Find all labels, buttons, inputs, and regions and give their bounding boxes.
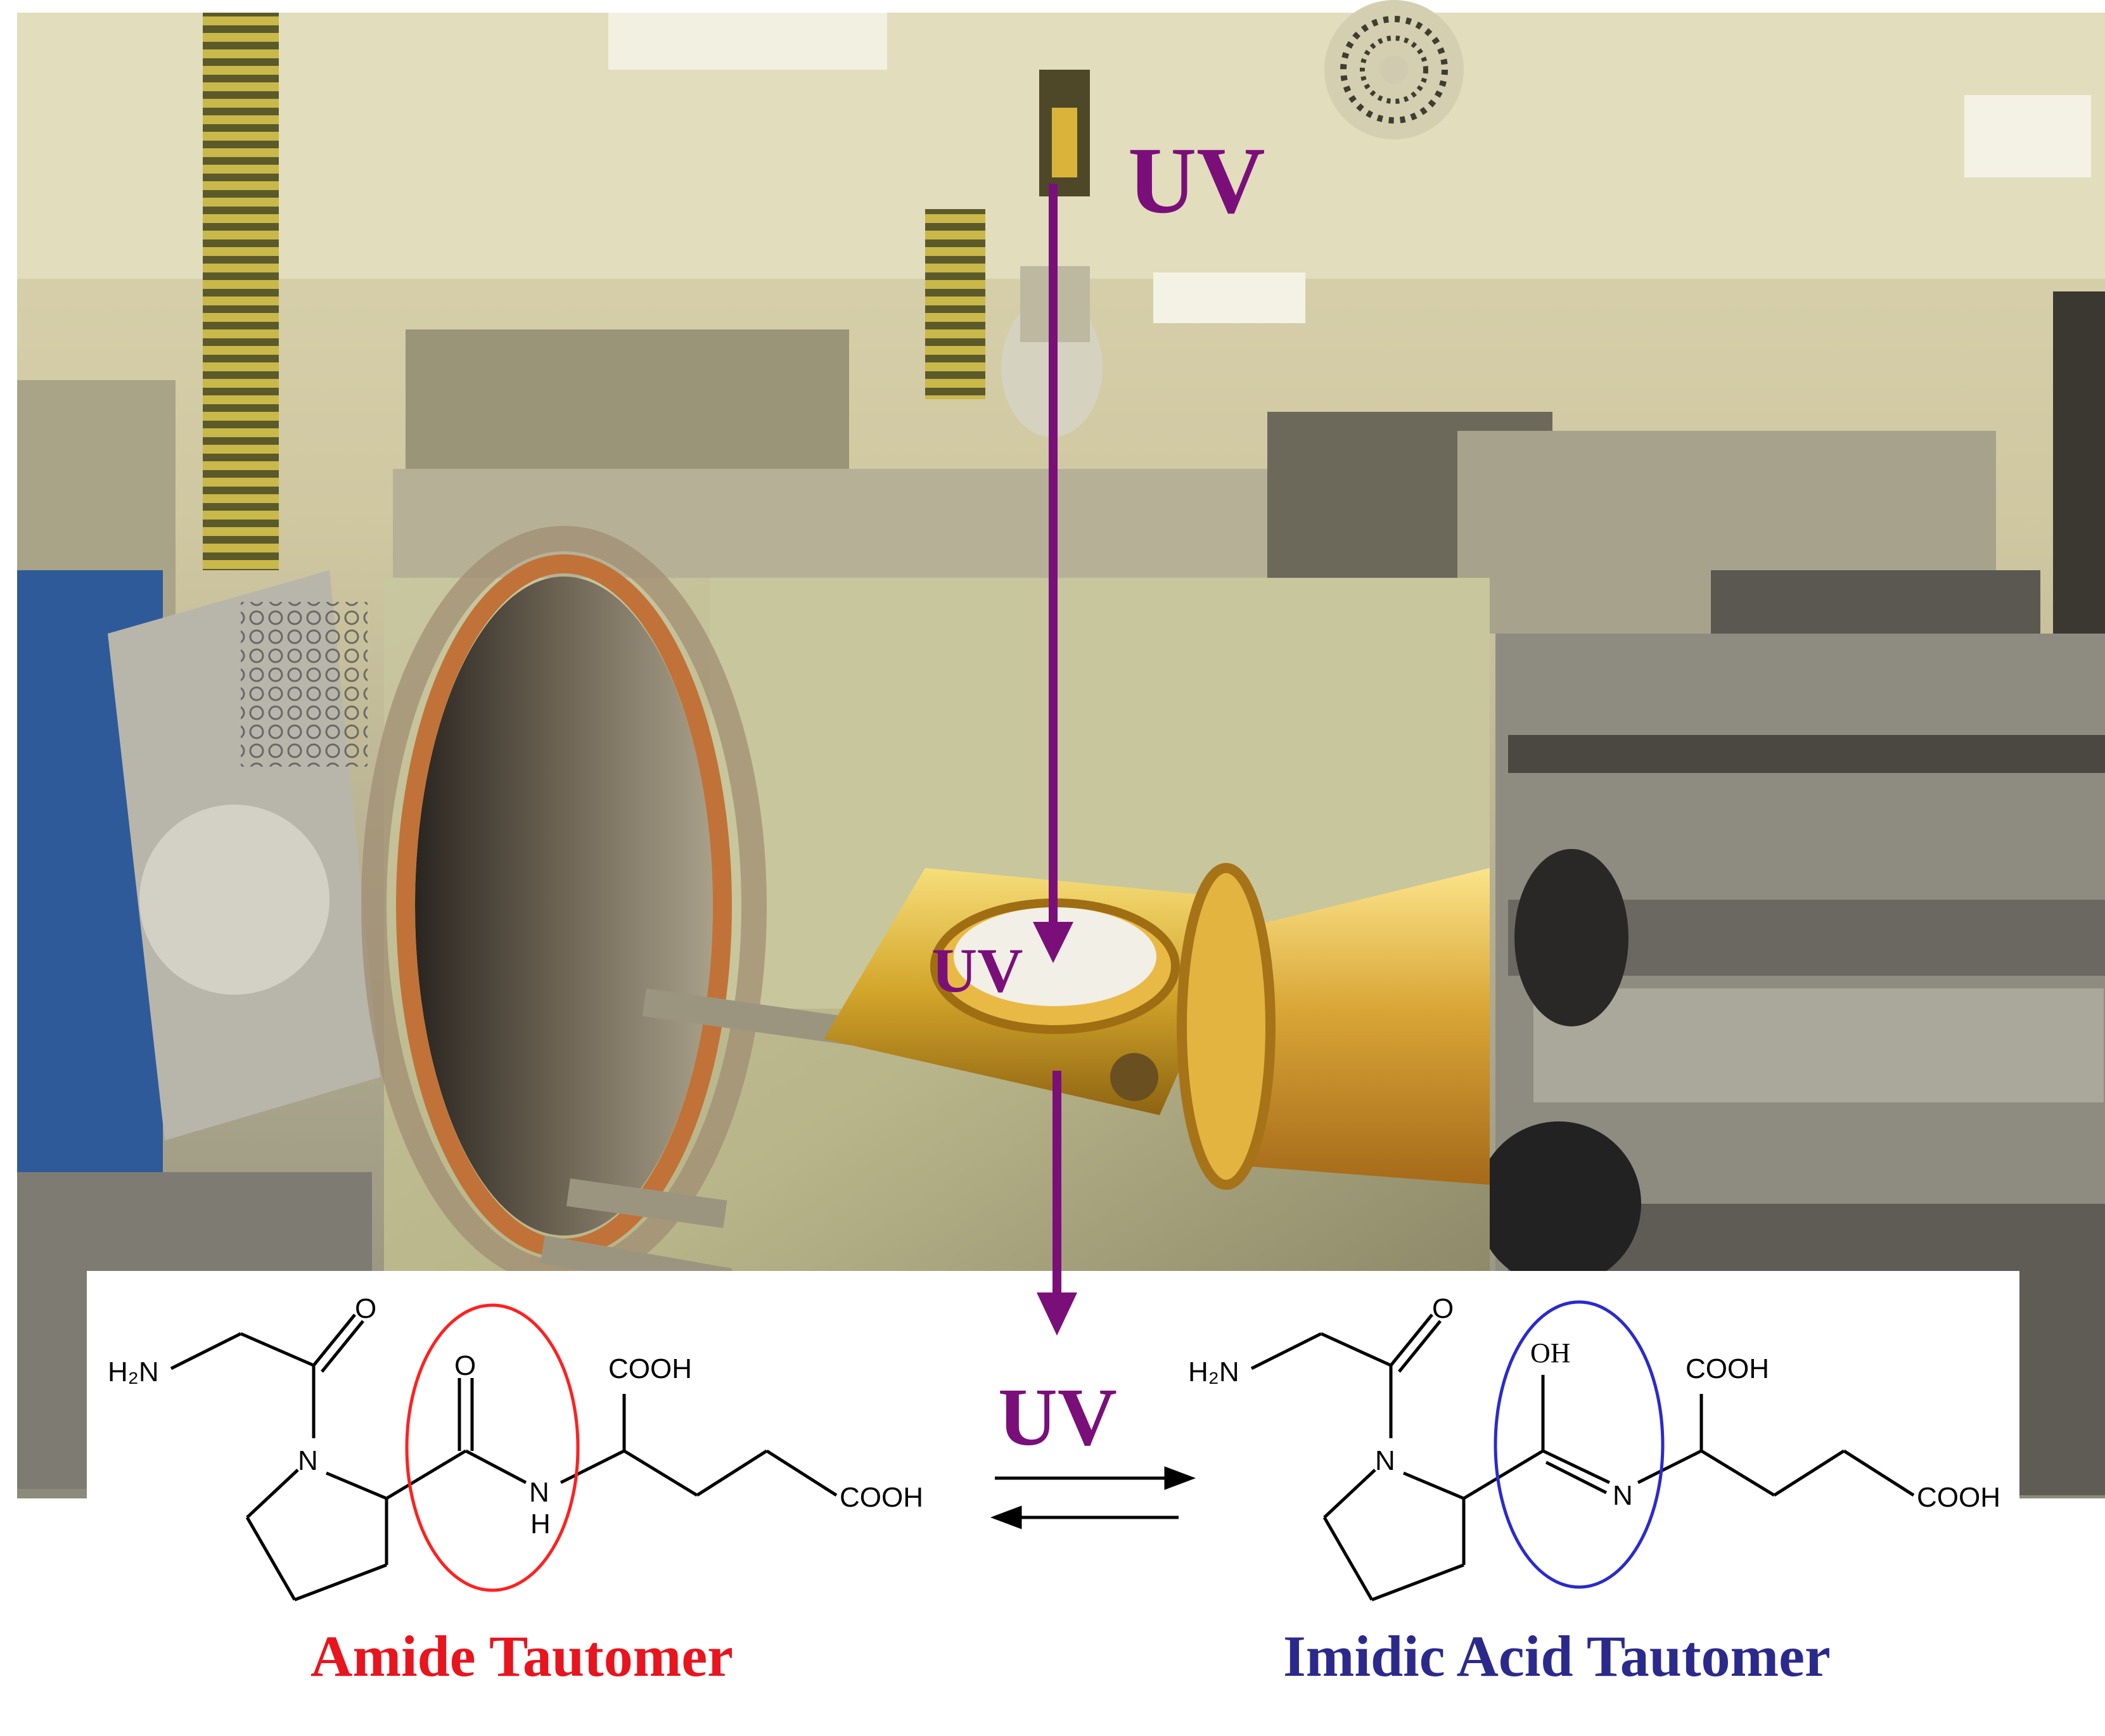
amide-amide-n: N <box>529 1477 549 1508</box>
uv-label-top: UV <box>1128 128 1265 233</box>
amide-ring-n: N <box>298 1445 318 1476</box>
equilibrium-arrows-icon <box>990 1466 1196 1529</box>
uv-beam-arrow <box>1033 184 1077 1336</box>
uv-label-sample: UV <box>931 935 1023 1005</box>
chemistry-panel <box>87 1271 2019 1736</box>
amide-structure <box>170 1303 838 1602</box>
amide-amine: H₂N <box>108 1356 159 1388</box>
amide-side-cooh: COOH <box>608 1353 692 1384</box>
ceiling-light <box>608 13 887 70</box>
uv-label-equilibrium: UV <box>998 1372 1117 1463</box>
imidic-carbonyl-o: O <box>1432 1293 1454 1324</box>
imidic-side-cooh: COOH <box>1686 1353 1769 1384</box>
imidic-structure <box>1250 1300 1915 1602</box>
amide-caption: Amide Tautomer <box>310 1624 733 1688</box>
exhaust-duct <box>203 13 279 570</box>
imidic-imine-n: N <box>1613 1480 1633 1511</box>
amide-carbonyl-o: O <box>355 1293 376 1324</box>
imidic-caption: Imidic Acid Tautomer <box>1283 1624 1831 1688</box>
imidic-terminal-cooh: COOH <box>1917 1482 2000 1513</box>
down-arrow-icon <box>1037 1292 1077 1336</box>
sample-holder-photo <box>361 526 1490 1296</box>
imidic-hydroxyl: OH <box>1530 1337 1571 1369</box>
imidic-ring-n: N <box>1375 1445 1395 1476</box>
gold-tube <box>1204 868 1490 1185</box>
ceiling-light <box>1153 272 1305 323</box>
ceiling-vent <box>1324 0 1464 139</box>
ceiling-light <box>1964 95 2091 177</box>
amide-terminal-cooh: COOH <box>840 1482 923 1513</box>
exhaust-duct <box>925 209 985 399</box>
imidic-amine: H₂N <box>1188 1356 1239 1388</box>
amide-amide-h: H <box>530 1509 551 1540</box>
amide-amide-o: O <box>454 1350 476 1381</box>
